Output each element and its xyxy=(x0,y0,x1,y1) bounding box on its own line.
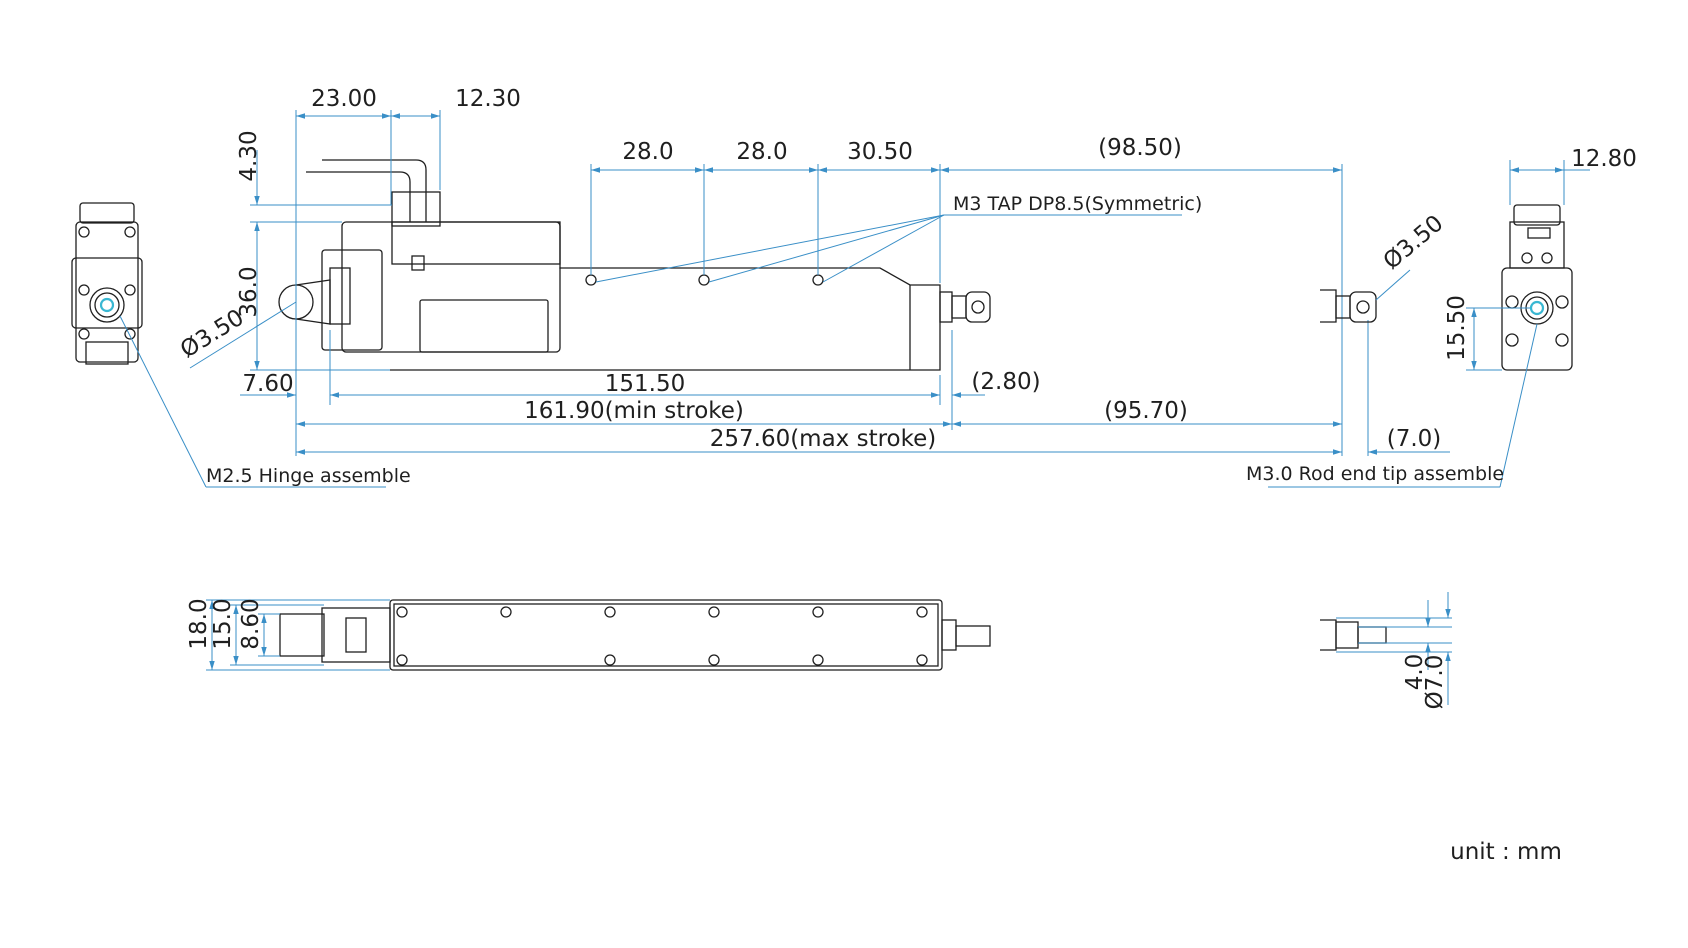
dim-98-50: (98.50) xyxy=(1098,135,1182,161)
dim-8-60: 8.60 xyxy=(238,598,264,649)
dim-151-50: 151.50 xyxy=(605,371,685,397)
dim-30-50: 30.50 xyxy=(847,139,913,165)
dim-95-70: (95.70) xyxy=(1104,398,1188,424)
note-m3-tap: M3 TAP DP8.5(Symmetric) xyxy=(953,193,1202,215)
dim-max-stroke: 257.60(max stroke) xyxy=(710,426,937,452)
right-end-view xyxy=(1268,160,1590,488)
note-rod-end: M3.0 Rod end tip assemble xyxy=(1246,463,1504,485)
hinge-hole-highlight xyxy=(99,297,115,313)
dim-7-0: (7.0) xyxy=(1387,426,1442,452)
dim-12-80: 12.80 xyxy=(1571,146,1637,172)
dim-2-80: (2.80) xyxy=(971,369,1040,395)
left-end-view xyxy=(71,202,386,488)
dim-dia-7-0: Ø7.0 xyxy=(1422,655,1448,710)
unit-label: unit : mm xyxy=(1450,839,1562,865)
dim-4-0: 4.0 xyxy=(1402,654,1428,691)
dim-28-0-a: 28.0 xyxy=(622,139,673,165)
rod-tip-bottom-view xyxy=(1320,592,1452,705)
dim-4-30: 4.30 xyxy=(236,130,262,181)
dim-36-0: 36.0 xyxy=(236,266,262,317)
dim-15-50: 15.50 xyxy=(1444,295,1470,361)
dim-18-0: 18.0 xyxy=(186,598,212,649)
dimension-labels: 23.00 12.30 4.30 36.0 Ø3.50 28.0 28.0 30… xyxy=(176,86,1637,865)
rod-end-hole-highlight xyxy=(1529,300,1545,316)
dim-7-60: 7.60 xyxy=(242,371,293,397)
bottom-view xyxy=(206,599,991,671)
main-dimension-lines xyxy=(189,110,1450,456)
note-hinge: M2.5 Hinge assemble xyxy=(206,465,411,487)
dim-28-0-b: 28.0 xyxy=(736,139,787,165)
dim-12-30: 12.30 xyxy=(455,86,521,112)
dim-15-0: 15.0 xyxy=(210,598,236,649)
rod-tip-side-view xyxy=(1320,269,1411,323)
dim-23-00: 23.00 xyxy=(311,86,377,112)
dim-min-stroke: 161.90(min stroke) xyxy=(524,398,744,424)
main-side-view xyxy=(278,159,991,371)
dim-dia-3-50-tip: Ø3.50 xyxy=(1379,210,1449,274)
